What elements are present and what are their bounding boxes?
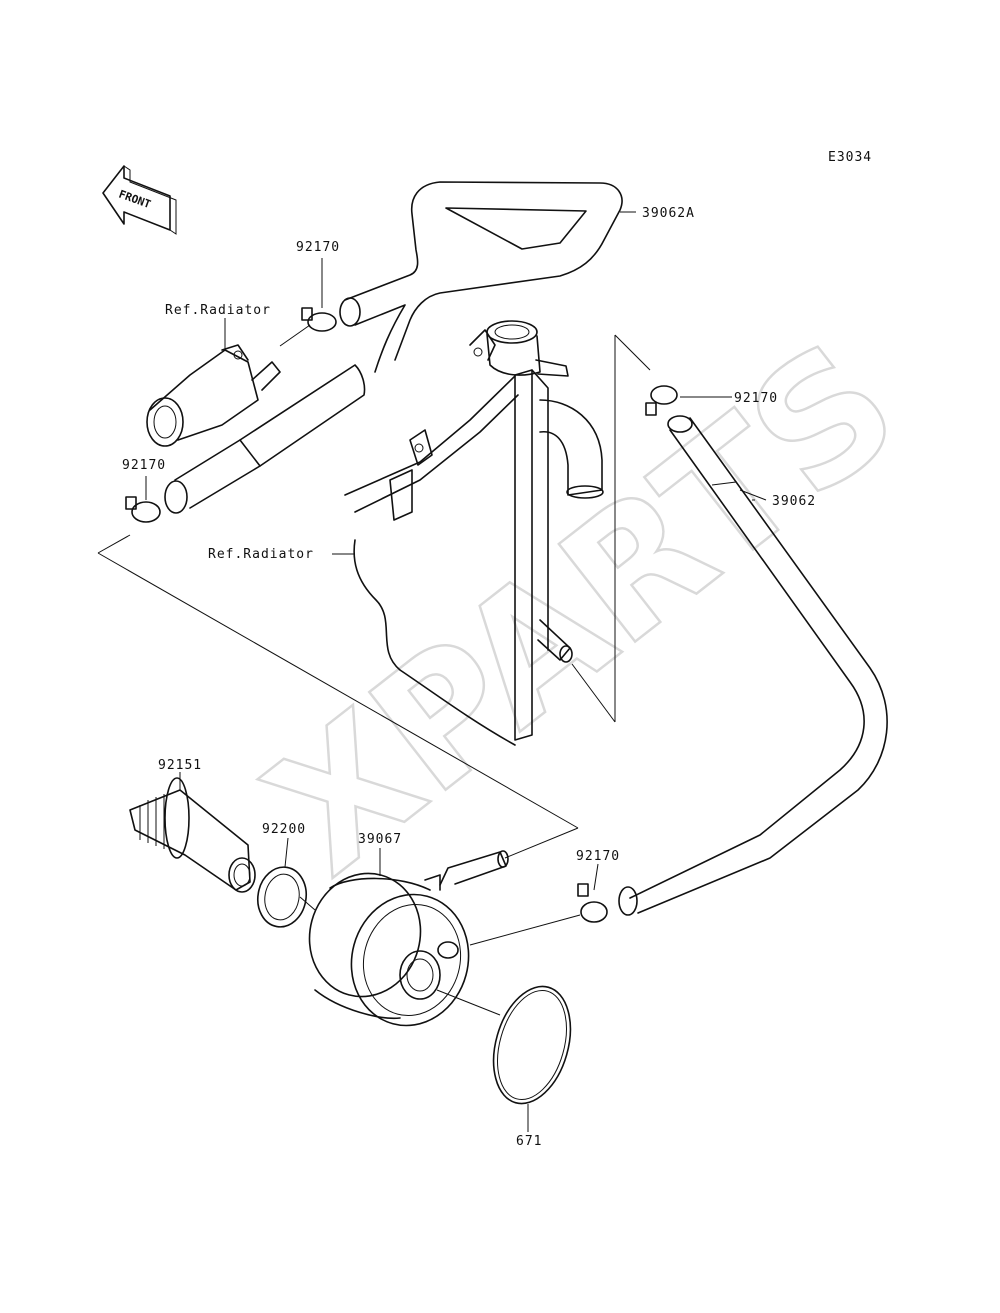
part-labels: 39062A 92170 Ref.Radiator 92170 92170 39… [122, 206, 816, 1149]
label-671: 671 [516, 1134, 542, 1149]
front-label: FRONT [117, 188, 153, 212]
gasket [256, 866, 308, 928]
front-arrow-icon: FRONT [102, 165, 177, 235]
oil-cooler [308, 850, 509, 1027]
label-92200: 92200 [262, 822, 306, 837]
lower-hose [618, 415, 888, 916]
diagram-code: E3034 [828, 150, 872, 165]
label-92170-mid-left: 92170 [122, 458, 166, 473]
leader-lines [97, 211, 767, 1132]
upper-hose [164, 181, 623, 514]
clamp-mid-left [125, 496, 161, 523]
label-39062A: 39062A [642, 206, 695, 221]
label-92170-top-right: 92170 [734, 391, 778, 406]
clamp-top-left [301, 307, 337, 332]
label-ref-radiator-mid: Ref.Radiator [208, 547, 314, 562]
label-92151: 92151 [158, 758, 202, 773]
clamp-lower-right [577, 883, 608, 923]
label-92170-lower-right: 92170 [576, 849, 620, 864]
o-ring [492, 985, 572, 1105]
label-39062: 39062 [772, 494, 816, 509]
radiator [344, 320, 604, 746]
label-ref-radiator-top: Ref.Radiator [165, 303, 271, 318]
label-39067: 39067 [358, 832, 402, 847]
union-bolt [129, 777, 256, 893]
thermostat-housing [146, 344, 281, 447]
clamp-top-right [645, 385, 678, 416]
label-92170-top-left: 92170 [296, 240, 340, 255]
